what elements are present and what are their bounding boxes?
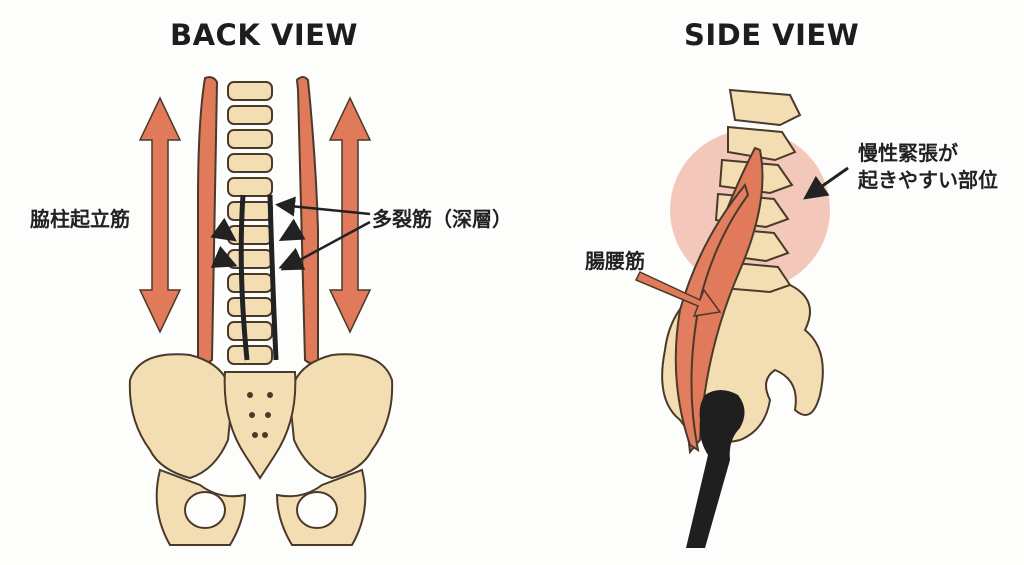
multifidus-label: 多裂筋（深層） bbox=[372, 207, 512, 231]
iliopsoas-label: 腸腰筋 bbox=[585, 249, 645, 273]
tension-area-line2: 起きやすい部位 bbox=[858, 168, 998, 192]
side-view-figure bbox=[634, 88, 849, 548]
erector-spinae-label: 脇柱起立筋 bbox=[30, 207, 130, 231]
tension-area-label: 慢性緊張が 起きやすい部位 bbox=[858, 140, 998, 194]
tension-area-line1: 慢性緊張が bbox=[858, 141, 958, 165]
psoas-muscle-outer bbox=[674, 182, 750, 453]
back-view-title: BACK VIEW bbox=[170, 18, 358, 52]
tension-pointer-arrow bbox=[803, 166, 849, 200]
back-pelvis bbox=[128, 353, 394, 546]
erector-arrow-left bbox=[138, 96, 182, 334]
psoas-pointer-arrow bbox=[634, 271, 722, 317]
erector-muscle-right bbox=[295, 76, 319, 364]
back-spine bbox=[227, 81, 273, 365]
multifidus-right bbox=[267, 194, 279, 361]
erector-arrow-right bbox=[328, 96, 372, 334]
sacrum-holes bbox=[247, 392, 273, 438]
multifidus-left bbox=[238, 194, 250, 361]
side-view-title: SIDE VIEW bbox=[684, 18, 860, 52]
multifidus-leader-lines bbox=[275, 196, 371, 271]
back-view-figure bbox=[128, 76, 394, 546]
erector-muscle-left bbox=[197, 76, 219, 364]
femur-bone bbox=[686, 390, 745, 548]
